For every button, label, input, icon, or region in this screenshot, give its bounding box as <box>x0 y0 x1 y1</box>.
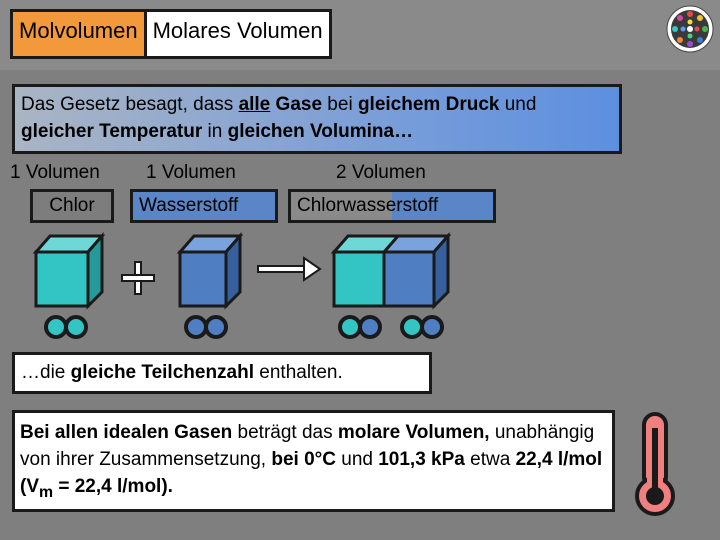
cube-wasserstoff <box>176 232 244 310</box>
molecule-chlorwasserstoff-2 <box>400 315 444 339</box>
statement-alle: alle <box>238 94 271 115</box>
gas-label-wasserstoff: Wasserstoff <box>130 189 278 223</box>
law-statement: Das Gesetz besagt, dass alle Gase bei gl… <box>12 84 622 154</box>
plus-icon <box>121 261 155 295</box>
arrow-right-icon <box>257 256 322 282</box>
title-secondary: Molares Volumen <box>146 12 329 56</box>
statement-volumina: gleichen Volumina… <box>227 121 414 142</box>
volume-label-chlor: 1 Volumen <box>10 162 100 183</box>
statement-text-3: bei <box>322 94 358 115</box>
molecule-chlor <box>44 315 88 339</box>
molecule-chlorwasserstoff-1 <box>338 315 382 339</box>
reaction-diagram <box>32 232 452 339</box>
statement-text-4: und <box>499 94 537 115</box>
summary-formel-wert: = 22,4 l/mol). <box>53 476 173 497</box>
summary-wert: 22,4 l/mol <box>515 449 603 470</box>
volume-label-chlorwasserstoff: 2 Volumen <box>336 162 426 183</box>
mosaic-logo-icon <box>666 5 714 53</box>
title-box: Molvolumen Molares Volumen <box>10 9 332 59</box>
molar-volume-summary: Bei allen idealen Gasen beträgt das mola… <box>12 410 615 512</box>
thermometer-icon <box>635 412 675 516</box>
gas-label-chlor: Chlor <box>30 189 114 223</box>
summary-text-2: unabhängig von ihrer Zusammensetzung, <box>20 422 595 470</box>
result-teilchenzahl: gleiche Teilchenzahl <box>70 362 255 383</box>
gas-label-chlorwasserstoff: Chlorwasserstoff <box>288 189 496 223</box>
result-text-1: …die <box>21 362 71 383</box>
title-primary: Molvolumen <box>13 12 144 56</box>
summary-text-4: etwa <box>464 449 516 470</box>
summary-text-1: beträgt das <box>232 422 338 443</box>
statement-text-1: Das Gesetz besagt, dass <box>21 94 239 115</box>
statement-gase: Gase <box>275 94 323 115</box>
result-text-2: enthalten. <box>254 362 343 383</box>
summary-formel-index: m <box>39 483 54 501</box>
summary-formel-v: (V <box>20 476 39 497</box>
summary-temperatur: bei 0°C <box>271 449 336 470</box>
statement-text-5: in <box>202 121 228 142</box>
molecule-wasserstoff <box>184 315 228 339</box>
summary-druck: 101,3 kPa <box>378 449 465 470</box>
summary-text-3: und <box>335 449 379 470</box>
summary-ideale-gase: Bei allen idealen Gasen <box>20 422 233 443</box>
cube-chlorwasserstoff <box>330 232 452 310</box>
result-statement: …die gleiche Teilchenzahl enthalten. <box>12 352 432 394</box>
summary-molares-volumen: molare Volumen, <box>337 422 490 443</box>
statement-druck: gleichem Druck <box>357 94 500 115</box>
volume-label-wasserstoff: 1 Volumen <box>146 162 236 183</box>
cube-chlor <box>32 232 106 310</box>
statement-temperatur: gleicher Temperatur <box>21 121 203 142</box>
